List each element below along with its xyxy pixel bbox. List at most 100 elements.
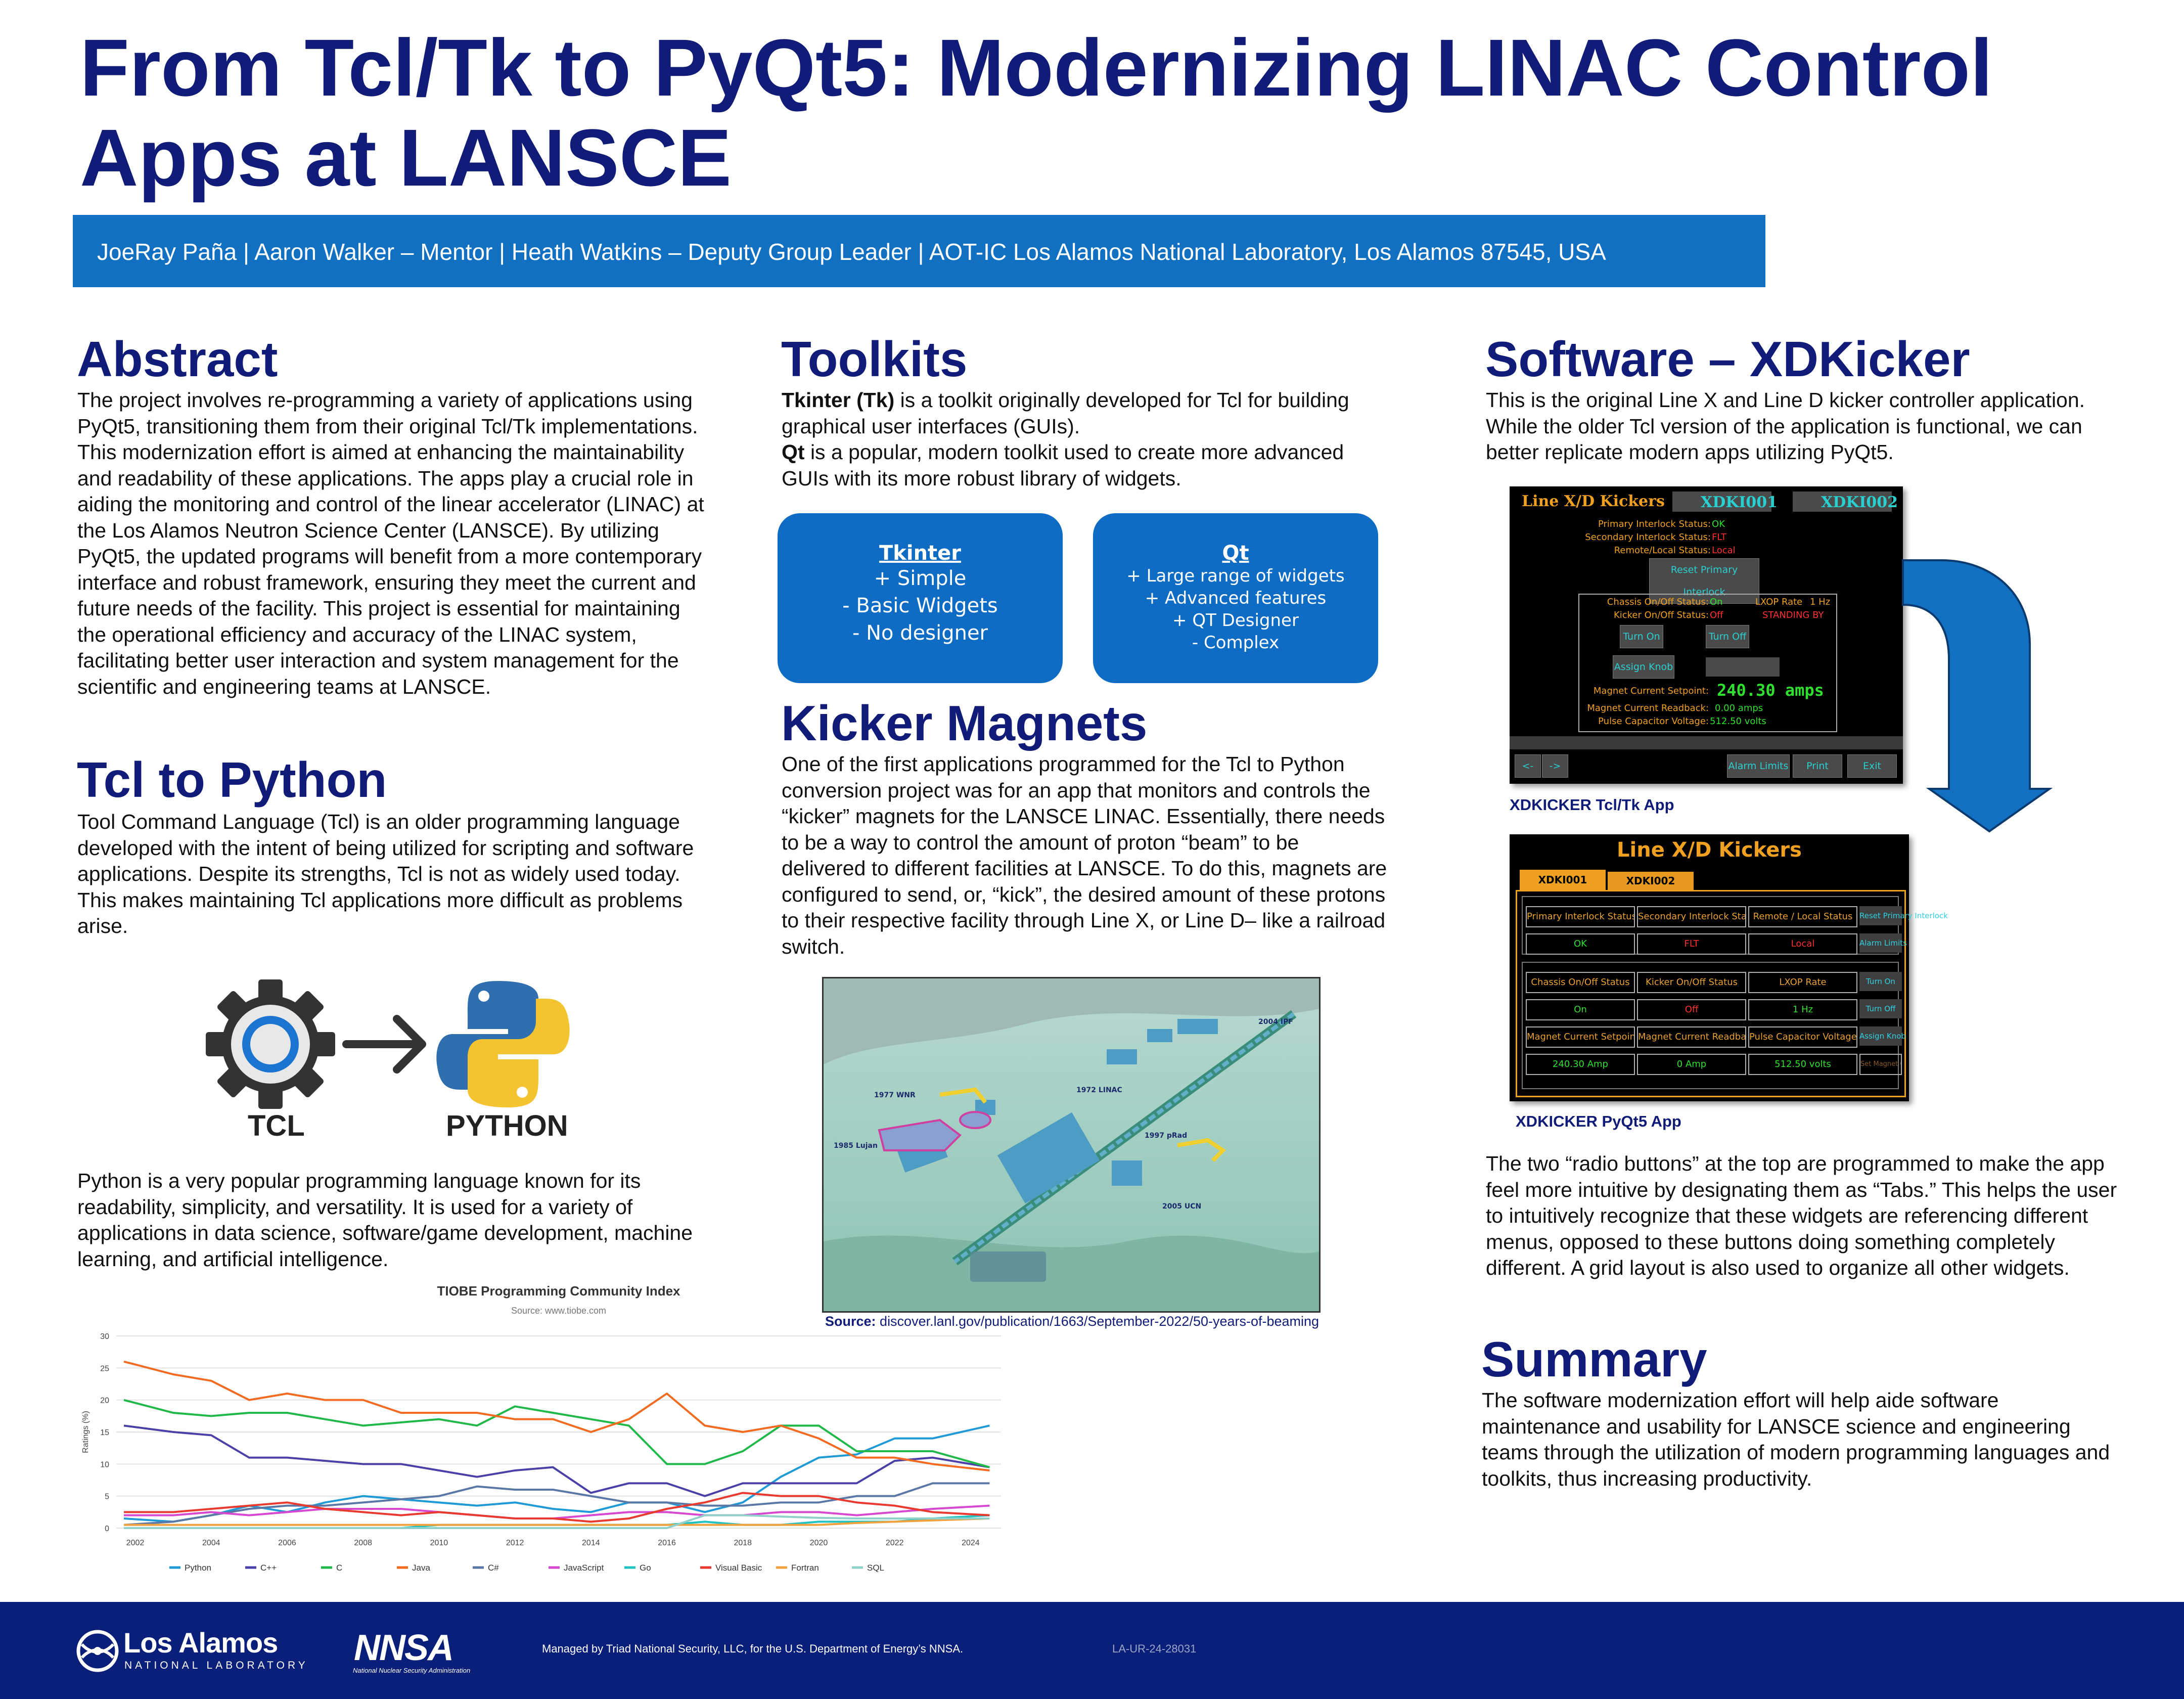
lanl-name: Los Alamos [123, 1627, 278, 1659]
tk-secondary-label: Secondary Interlock Status: [1585, 532, 1711, 543]
author-line: JoeRay Paña | Aaron Walker – Mentor | He… [97, 239, 1606, 265]
tk-app-window: Line X/D Kickers XDKI001 XDKI002 Primary… [1510, 486, 1903, 784]
lansce-map-svg: 2004 IPF 1972 LINAC 1977 WNR 1985 Lujan … [824, 978, 1319, 1311]
qt-primary-label: Primary Interlock Status [1526, 906, 1635, 927]
tk-assign-knob-button[interactable]: Assign Knob [1613, 655, 1674, 679]
qt-reset-button[interactable]: Reset Primary Interlock [1859, 906, 1948, 925]
series-line-c- [123, 1424, 990, 1497]
tk-pulse-label: Pulse Capacitor Voltage: [1598, 716, 1709, 727]
qt-control-group [1522, 962, 1899, 1089]
author-bar: JoeRay Paña | Aaron Walker – Mentor | He… [73, 215, 1765, 287]
tk-alarm-limits-button[interactable]: Alarm Limits [1727, 754, 1790, 778]
y-tick-label: 30 [100, 1332, 109, 1341]
legend-label: Java [412, 1563, 430, 1573]
qt-app-title: Line X/D Kickers [1617, 838, 1802, 862]
y-axis-label: Ratings (%) [81, 1411, 90, 1453]
legend-label: Fortran [791, 1563, 819, 1573]
tk-prev-button[interactable]: <- [1515, 754, 1541, 778]
summary-heading: Summary [1481, 1331, 1707, 1387]
x-tick-label: 2022 [886, 1539, 904, 1547]
tk-setpoint-entry[interactable] [1706, 657, 1780, 677]
legend-label: C++ [260, 1563, 277, 1573]
tk-remote-value: Local [1712, 545, 1736, 556]
tk-kicker-label: Kicker On/Off Status: [1613, 610, 1709, 620]
tk-turn-off-button[interactable]: Turn Off [1706, 625, 1749, 648]
tk-radio-xdki001[interactable]: XDKI001 [1672, 491, 1778, 512]
map-source: Source: discover.lanl.gov/publication/16… [825, 1314, 1319, 1329]
xdkicker-heading: Software – XDKicker [1485, 331, 1970, 387]
qt-term: Qt [782, 440, 805, 464]
tk-lxop-value: 1 Hz [1810, 597, 1831, 607]
tk-print-button[interactable]: Print [1793, 754, 1842, 778]
qt-setpoint-label: Magnet Current Setpoint [1526, 1026, 1635, 1048]
qt-kicker-label: Kicker On/Off Status [1637, 972, 1746, 993]
tk-radio-xdki002[interactable]: XDKI002 [1793, 491, 1898, 512]
lanl-logo-icon [76, 1630, 119, 1672]
nnsa-logo: NNSA [354, 1628, 454, 1668]
legend-label: SQL [867, 1563, 884, 1573]
tk-pulse-value: 512.50 volts [1710, 716, 1766, 727]
qt-pulse-value: 512.50 volts [1748, 1054, 1857, 1075]
qt-box-title: Qt [1222, 542, 1249, 565]
tk-reset-button[interactable]: Reset Primary Interlock [1649, 558, 1759, 604]
map-source-url[interactable]: discover.lanl.gov/publication/1663/Septe… [880, 1314, 1320, 1329]
tkinter-box: Tkinter + Simple - Basic Widgets - No de… [778, 513, 1063, 683]
chart-title: TIOBE Programming Community Index [437, 1283, 680, 1299]
legend-label: C# [488, 1563, 499, 1573]
tkinter-box-line: + Simple [874, 567, 967, 590]
tk-readback-value: 0.00 amps [1715, 703, 1763, 713]
qt-assign-knob-button[interactable]: Assign Knob [1859, 1026, 1906, 1046]
tk-turn-on-button[interactable]: Turn On [1620, 625, 1663, 648]
xdkicker-after-text: The two “radio buttons” at the top are p… [1486, 1152, 2117, 1279]
tk-primary-value: OK [1712, 519, 1725, 529]
tk-radio-label: XDKI001 [1701, 494, 1778, 511]
tkinter-box-title: Tkinter [879, 542, 962, 565]
tk-remote-label: Remote/Local Status: [1614, 545, 1711, 556]
tk-app-title: Line X/D Kickers [1522, 493, 1665, 510]
toolkits-text: Tkinter (Tk) is a toolkit originally dev… [782, 387, 1388, 491]
x-tick-label: 2002 [126, 1539, 145, 1547]
tcl-python-heading: Tcl to Python [77, 752, 387, 808]
report-id: LA-UR-24-28031 [1112, 1642, 1197, 1655]
qt-primary-value: OK [1526, 933, 1635, 955]
legend-label: Go [640, 1563, 651, 1573]
qt-turn-on-button[interactable]: Turn On [1859, 972, 1902, 991]
python-text: Python is a very popular programming lan… [77, 1169, 693, 1271]
tk-scrollbar[interactable] [1510, 736, 1903, 749]
kicker-heading: Kicker Magnets [781, 695, 1148, 751]
qt-secondary-label: Secondary Interlock Status [1637, 906, 1746, 927]
series-line-java [123, 1360, 990, 1471]
qt-tab-xdki001[interactable]: XDKI001 [1520, 870, 1606, 890]
lanl-subtitle: NATIONAL LABORATORY [124, 1660, 308, 1671]
qt-readback-value: 0 Amp [1637, 1054, 1746, 1075]
x-tick-label: 2018 [734, 1539, 752, 1547]
qt-readback-label: Magnet Current Readback [1637, 1026, 1746, 1048]
qt-lxop-label: LXOP Rate [1748, 972, 1857, 993]
qt-secondary-value: FLT [1637, 933, 1746, 955]
legend-label: Python [185, 1563, 211, 1573]
tk-chassis-label: Chassis On/Off Status: [1607, 597, 1709, 607]
footer: Los Alamos NATIONAL LABORATORY NNSA Nati… [0, 1602, 2184, 1699]
tk-setpoint-label: Magnet Current Setpoint: [1593, 686, 1709, 696]
poster-title: From Tcl/Tk to PyQt5: Modernizing LINAC … [80, 22, 1993, 203]
tk-exit-button[interactable]: Exit [1847, 754, 1897, 778]
tk-next-button[interactable]: -> [1542, 754, 1568, 778]
map-label: 2004 IPF [1258, 1018, 1293, 1026]
qt-turn-off-button[interactable]: Turn Off [1859, 999, 1902, 1018]
qt-alarm-limits-button[interactable]: Alarm Limits [1859, 933, 1907, 953]
tk-term: Tkinter (Tk) [782, 388, 895, 412]
qt-tab-xdki002[interactable]: XDKI002 [1608, 872, 1694, 890]
qt-set-current-input[interactable]: Set Magnet Current [1859, 1054, 1902, 1075]
x-tick-label: 2024 [962, 1539, 980, 1547]
series-line-fortran [124, 1517, 990, 1526]
tk-desc: is a toolkit originally developed for Tc… [782, 388, 1349, 438]
summary-text: The software modernization effort will h… [1482, 1389, 2110, 1490]
qt-box: Qt + Large range of widgets + Advanced f… [1093, 513, 1378, 683]
x-tick-label: 2010 [430, 1539, 448, 1547]
qt-box-line: + QT Designer [1172, 610, 1299, 631]
qt-remote-label: Remote / Local Status [1748, 906, 1857, 927]
tkinter-box-line: - No designer [852, 621, 988, 645]
tkinter-box-line: - Basic Widgets [842, 594, 998, 617]
map-label: 1977 WNR [874, 1091, 916, 1099]
qt-remote-value: Local [1748, 933, 1857, 955]
